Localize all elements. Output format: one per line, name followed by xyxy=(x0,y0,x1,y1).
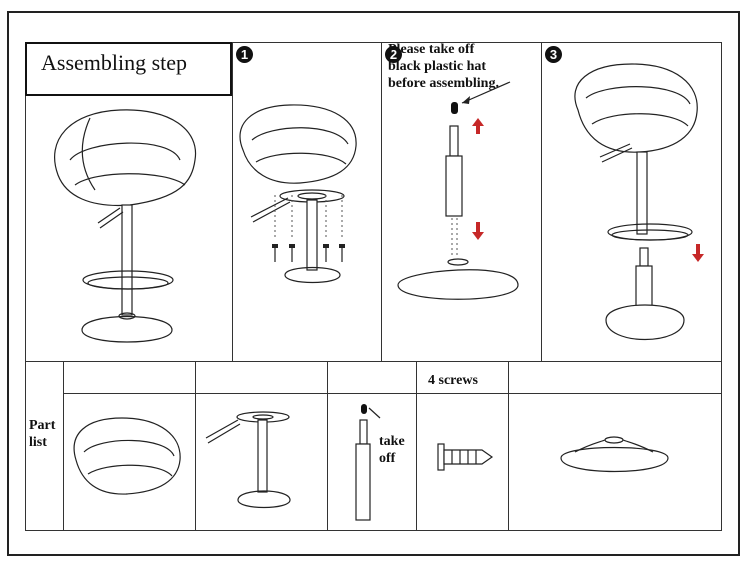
parts-header-row xyxy=(63,361,722,394)
screws-label: 4 screws xyxy=(428,373,478,388)
seat-part xyxy=(73,417,181,495)
instruction-sheet xyxy=(7,11,740,556)
screw-part xyxy=(437,443,494,471)
screw-icon xyxy=(289,244,295,262)
arrow-down-icon xyxy=(692,244,704,262)
part-base-disc-cell xyxy=(508,361,722,531)
gas-lift-part xyxy=(355,404,381,521)
take-off-label: take off xyxy=(379,434,405,466)
step-2-note: Please take off black plastic hat before… xyxy=(388,42,499,91)
step-1-number: 1 xyxy=(236,46,253,63)
page-title: Assembling step xyxy=(41,50,188,75)
base-frame-part xyxy=(205,411,291,509)
base-disc-part xyxy=(560,436,669,473)
arrow-down-icon xyxy=(472,222,484,240)
screw-icon xyxy=(272,244,278,262)
screw-icon xyxy=(323,244,329,262)
parts-list-heading: Part list xyxy=(29,418,56,450)
step-3-number: 3 xyxy=(545,46,562,63)
title-box: Assembling step xyxy=(25,42,232,96)
screw-icon xyxy=(339,244,345,262)
arrow-up-icon xyxy=(472,118,484,134)
step-2-number: 2 xyxy=(385,46,402,63)
